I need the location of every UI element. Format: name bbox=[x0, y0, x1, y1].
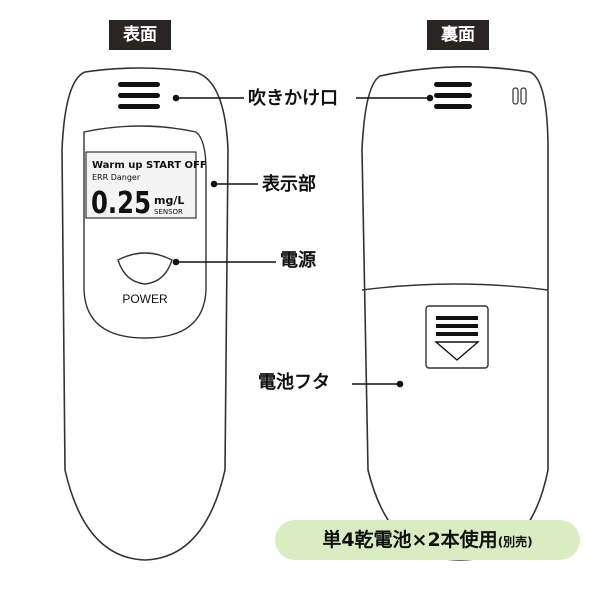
power-button-label: POWER bbox=[122, 292, 168, 306]
lcd-line1: Warm up START OFF bbox=[92, 160, 207, 171]
battery-cover-seam bbox=[361, 283, 549, 291]
battery-cover-latch[interactable] bbox=[425, 305, 489, 369]
back-side-vents bbox=[512, 87, 527, 105]
lcd-sensor: SENSOR bbox=[154, 208, 183, 216]
lcd-line2: ERR Danger bbox=[92, 173, 141, 182]
power-label: 電源 bbox=[280, 250, 316, 271]
power-button[interactable] bbox=[117, 252, 173, 285]
front-mouthpiece-grille bbox=[118, 82, 160, 109]
battery-note-sub: (別売) bbox=[497, 535, 533, 549]
lcd-value: 0.25 bbox=[91, 186, 151, 221]
leader-lines bbox=[172, 94, 434, 388]
display-label: 表示部 bbox=[262, 174, 316, 195]
lcd-unit: mg/L bbox=[154, 194, 184, 207]
battery-note-badge: 単4乾電池×2本使用(別売) bbox=[275, 520, 580, 560]
back-mouthpiece-grille bbox=[434, 82, 472, 109]
battery-cover-label: 電池フタ bbox=[258, 372, 330, 393]
mouthpiece-label: 吹きかけ口 bbox=[248, 88, 338, 109]
battery-note-main: 単4乾電池×2本使用 bbox=[322, 529, 498, 551]
lcd-display bbox=[85, 151, 197, 219]
back-side-tag: 裏面 bbox=[427, 20, 489, 50]
front-side-tag: 表面 bbox=[109, 20, 171, 50]
